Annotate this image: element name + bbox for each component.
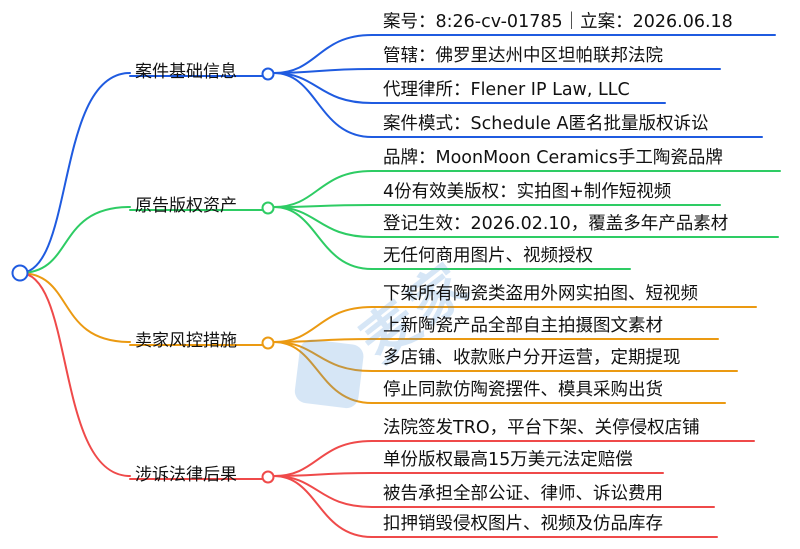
- leaf-stop-imitations: 停止同款仿陶瓷摆件、模具采购出货: [383, 380, 663, 400]
- leaf-fees: 被告承担全部公证、律师、诉讼费用: [383, 484, 663, 504]
- leaf-connector: [273, 440, 373, 477]
- leaf-separate-accounts: 多店铺、收款账户分开运营，定期提现: [383, 348, 681, 368]
- branch-node-icon: [261, 67, 275, 81]
- leaf-connector: [273, 72, 373, 138]
- leaf-connector: [273, 338, 373, 343]
- leaf-case-number: 案号：8:26-cv-01785｜立案：2026.06.18: [383, 12, 733, 32]
- leaf-seizure: 扣押销毁侵权图片、视频及仿品库存: [383, 514, 663, 534]
- leaf-connector: [273, 475, 373, 538]
- branch-node-icon: [261, 201, 275, 215]
- leaf-connector: [273, 170, 373, 208]
- leaf-connector: [273, 68, 373, 74]
- root-connector: [19, 272, 131, 343]
- leaf-own-photos: 上新陶瓷产品全部自主拍摄图文素材: [383, 316, 663, 336]
- branch-label-case-info: 案件基础信息: [135, 62, 237, 82]
- leaf-tro: 法院签发TRO，平台下架、关停侵权店铺: [383, 418, 700, 438]
- branch-node-icon: [261, 336, 275, 350]
- branch-label-legal-consequences: 涉诉法律后果: [135, 465, 237, 485]
- root-connector: [19, 206, 131, 274]
- leaf-damages: 单份版权最高15万美元法定赔偿: [383, 450, 633, 470]
- leaf-registration: 登记生效：2026.02.10，覆盖多年产品素材: [383, 214, 729, 234]
- leaf-law-firm: 代理律所：Flener IP Law, LLC: [383, 80, 630, 100]
- leaf-connector: [273, 206, 373, 270]
- leaf-connector: [273, 341, 373, 404]
- leaf-no-license: 无任何商用图片、视频授权: [383, 246, 593, 266]
- leaf-connector: [273, 72, 373, 104]
- leaf-connector: [273, 34, 373, 74]
- root-node-icon: [11, 264, 29, 282]
- leaf-connector: [273, 472, 373, 477]
- root-connector: [19, 72, 131, 274]
- leaf-remove-images: 下架所有陶瓷类盗用外网实拍图、短视频: [383, 284, 698, 304]
- branch-label-plaintiff-assets: 原告版权资产: [135, 196, 237, 216]
- leaf-case-mode: 案件模式：Schedule A匿名批量版权诉讼: [383, 114, 709, 134]
- leaf-copyrights: 4份有效美版权：实拍图+制作短视频: [383, 182, 672, 202]
- leaf-connector: [273, 206, 373, 238]
- leaf-connector: [273, 475, 373, 508]
- leaf-connector: [273, 306, 373, 343]
- leaf-connector: [273, 341, 373, 372]
- branch-node-icon: [261, 470, 275, 484]
- root-connector: [19, 272, 131, 477]
- leaf-jurisdiction: 管辖：佛罗里达州中区坦帕联邦法院: [383, 46, 663, 66]
- leaf-brand: 品牌：MoonMoon Ceramics手工陶瓷品牌: [383, 148, 723, 168]
- branch-label-seller-measures: 卖家风控措施: [135, 331, 237, 351]
